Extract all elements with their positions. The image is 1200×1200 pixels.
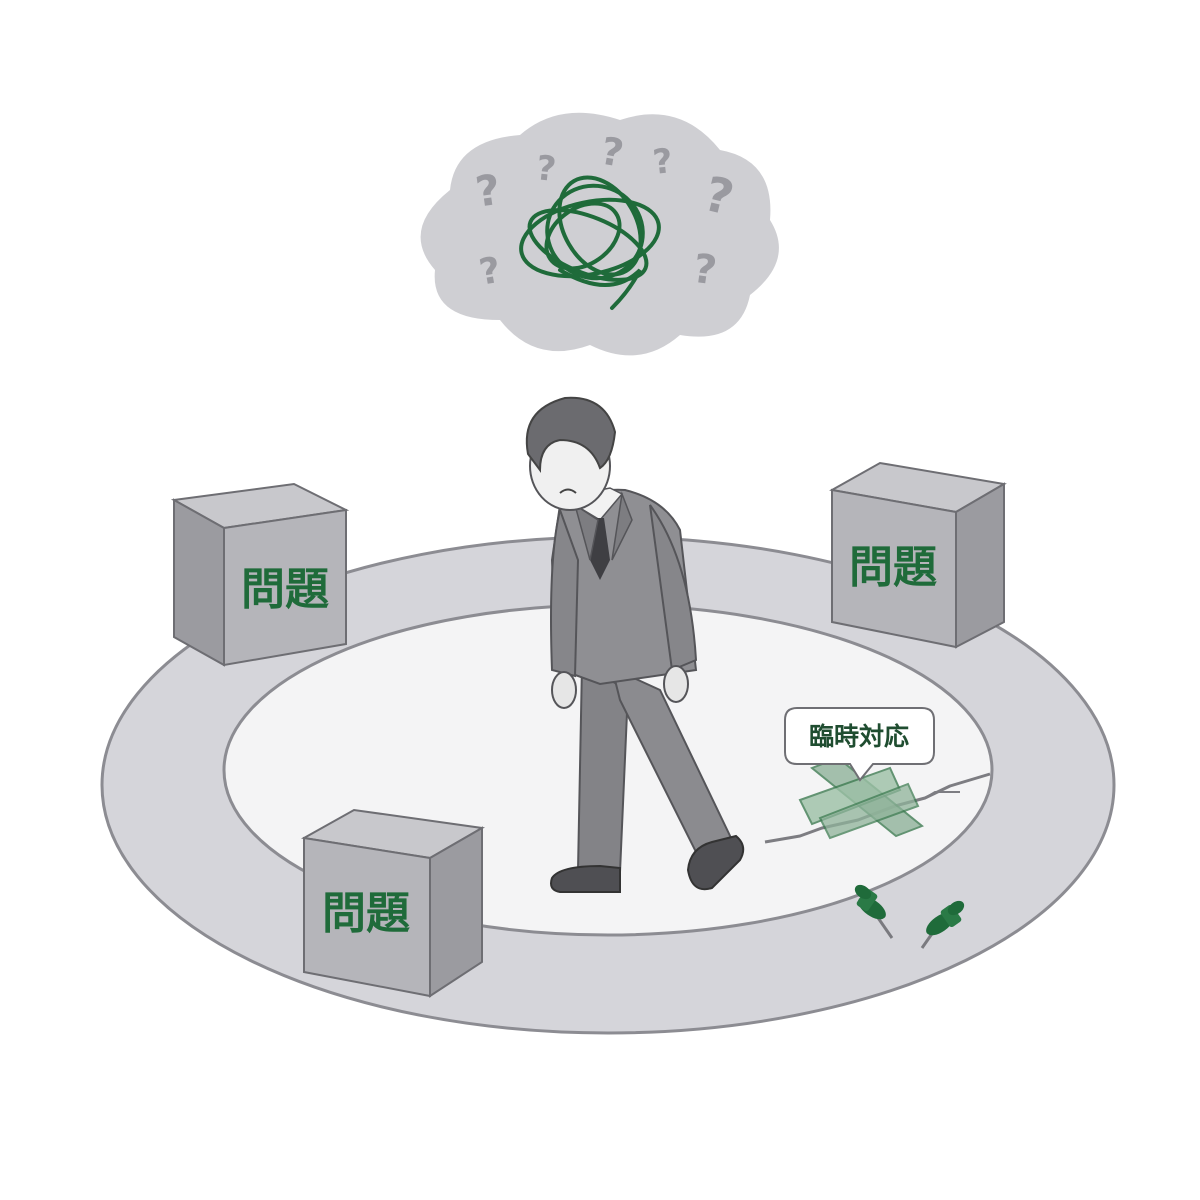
question-mark-icon: ? bbox=[534, 148, 558, 190]
problem-box-right: 問題 bbox=[829, 461, 1007, 649]
tangled-thread-icon bbox=[519, 175, 661, 310]
question-mark-icon: ? bbox=[651, 141, 675, 183]
worried-businessman bbox=[525, 396, 745, 893]
problem-box-front: 問題 bbox=[300, 808, 486, 998]
box-label: 問題 bbox=[322, 888, 410, 939]
box-label: 問題 bbox=[241, 564, 329, 615]
thought-cloud-icon bbox=[420, 112, 779, 356]
box-label: 問題 bbox=[849, 542, 937, 593]
speech-bubble-text: 臨時対応 bbox=[809, 722, 909, 751]
pushpin-icon bbox=[854, 884, 894, 939]
speech-bubble: 臨時対応 bbox=[784, 707, 935, 782]
problem-box-left: 問題 bbox=[170, 482, 350, 667]
pushpin-icon bbox=[920, 900, 965, 949]
